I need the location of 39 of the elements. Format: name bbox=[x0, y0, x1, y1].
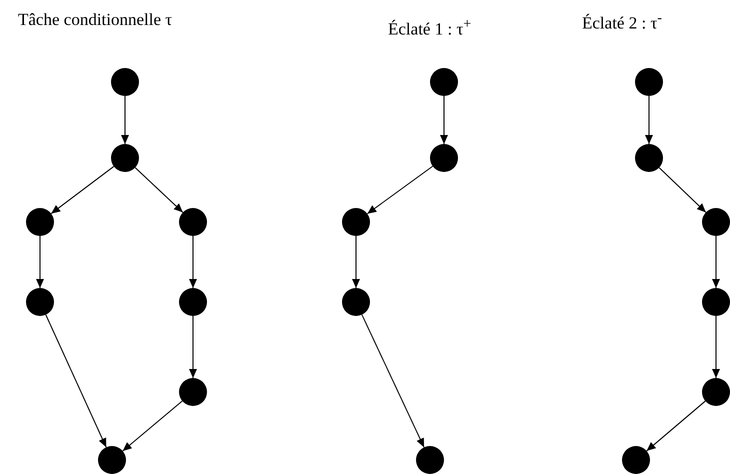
arrow bbox=[134, 167, 184, 213]
graph-node bbox=[98, 446, 126, 474]
arrow bbox=[45, 314, 107, 448]
graph-node bbox=[430, 144, 458, 172]
graph-node bbox=[430, 68, 458, 96]
graph-node bbox=[179, 288, 207, 316]
arrow bbox=[361, 314, 425, 448]
graph-node bbox=[111, 144, 139, 172]
graph-node bbox=[416, 446, 444, 474]
graph-node bbox=[179, 208, 207, 236]
graph-node bbox=[635, 144, 663, 172]
arrow bbox=[352, 236, 360, 288]
graph-node bbox=[26, 208, 54, 236]
graph-node bbox=[702, 378, 730, 406]
arrow bbox=[366, 166, 434, 214]
arrow bbox=[712, 316, 720, 378]
graph-node bbox=[635, 68, 663, 96]
graph-title: Éclaté 2 : τ$^{-}$ bbox=[582, 10, 662, 34]
graph-node bbox=[702, 288, 730, 316]
graph-node bbox=[26, 288, 54, 316]
arrow bbox=[36, 236, 44, 288]
arrow bbox=[646, 400, 706, 452]
arrow bbox=[440, 96, 448, 144]
arrow bbox=[712, 236, 720, 288]
graph-node bbox=[111, 68, 139, 96]
graph-node bbox=[622, 446, 650, 474]
graph-title: Tâche conditionnelle τ bbox=[18, 10, 172, 30]
graph-title: Éclaté 1 : τ$^{+}$ bbox=[388, 16, 472, 40]
arrow bbox=[645, 96, 653, 144]
graph-node bbox=[179, 378, 207, 406]
graph-node bbox=[342, 288, 370, 316]
arrow bbox=[121, 96, 129, 144]
graph-node bbox=[342, 208, 370, 236]
graph-node bbox=[702, 208, 730, 236]
arrow bbox=[658, 167, 706, 213]
arrow bbox=[189, 236, 197, 288]
arrow bbox=[50, 166, 114, 214]
arrow bbox=[189, 316, 197, 378]
arrow bbox=[122, 400, 183, 452]
